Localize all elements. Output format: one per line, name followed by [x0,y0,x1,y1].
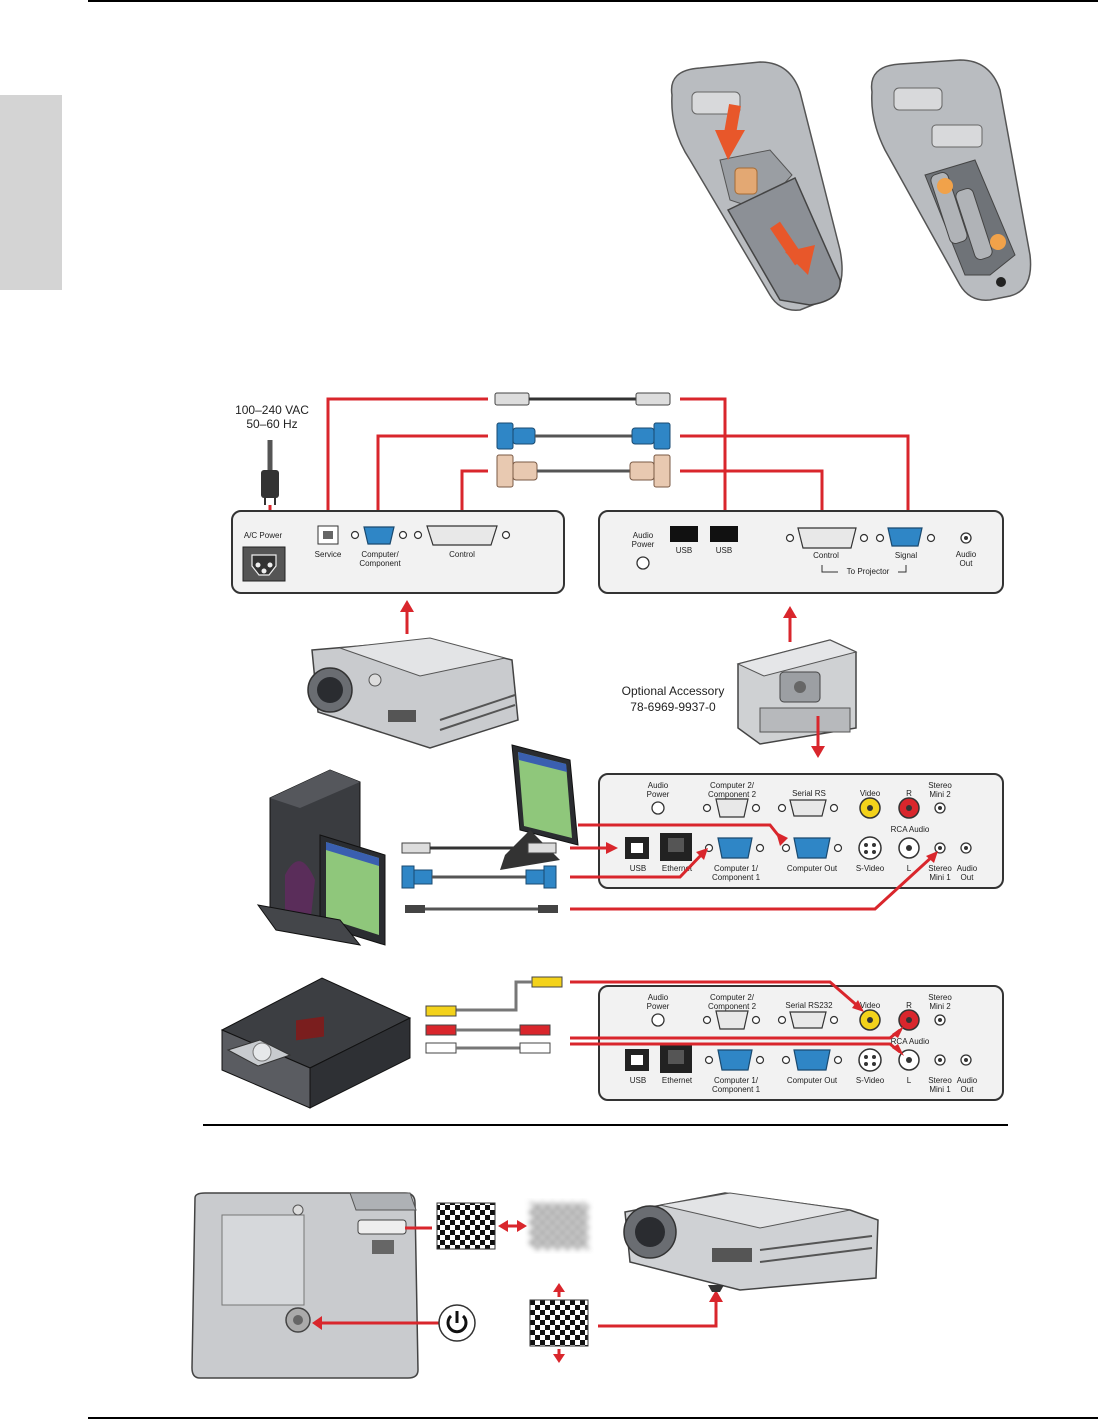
dock1-label-audio-out: Audio Out [956,864,978,882]
dock2-label-stereo-mini1: Stereo Mini 1 [928,1076,952,1094]
dock1-label-usb: USB [629,864,647,873]
serial-cable-icon [496,454,671,488]
top-rule [88,0,1098,2]
dock2-label-ethernet: Ethernet [661,1076,693,1085]
dock-label-signal: Signal [894,551,918,560]
dock2-label-audio-out: Audio Out [956,1076,978,1094]
dock1-label-l: L [906,864,912,873]
dock2-label-computer1: Computer 1/ Component 1 [711,1076,761,1094]
port-label-computer-component: Computer/ Component [359,550,401,568]
dvd-player-icon [220,977,412,1109]
focus-pattern-blurred-icon [530,1203,588,1249]
focus-pattern-sharp-icon [436,1202,496,1250]
dock1-label-stereo-mini1: Stereo Mini 1 [928,864,952,882]
dock-label-control: Control [813,551,839,560]
port-label-service: Service [314,550,342,559]
dock-top-panel [598,510,1004,594]
accessory-label: Optional Accessory [621,684,725,698]
dock2-label-l: L [906,1076,912,1085]
audio-cable-icon [405,905,558,913]
remote-battery-cover-icon [670,61,843,311]
projector-rear-panel [231,510,565,594]
dock-label-to-projector: To Projector [838,567,898,576]
port-label-ac-power: A/C Power [243,531,283,540]
projector-icon [307,637,519,749]
dock-panel-1 [598,773,1004,889]
dock2-label-stereo-mini2: Stereo Mini 2 [928,993,952,1011]
vga-cable-icon [496,422,671,450]
dock1-label-ethernet: Ethernet [661,864,693,873]
dock1-label-serial: Serial RS [792,789,826,798]
desktop-computer-icon [256,769,386,946]
accessory-part-number: 78-6969-9937-0 [630,700,716,714]
projector-icon [623,1192,879,1292]
dock-label-usb-1: USB [675,546,693,555]
dock-label-audio-power: Audio Power [631,531,655,549]
dock1-label-computer1: Computer 1/ Component 1 [711,864,761,882]
dock2-label-r: R [906,1001,912,1010]
dock2-label-usb: USB [629,1076,647,1085]
dock1-label-r: R [906,789,912,798]
dock2-label-serial: Serial RS232 [785,1001,833,1010]
power-voltage: 100–240 VAC [235,403,309,417]
docking-accessory-icon [736,639,858,745]
power-cord-icon [261,440,279,505]
dock1-label-audio-power: Audio Power [646,781,670,799]
dock1-label-rca-audio: RCA Audio [890,825,930,834]
dock1-label-computer2: Computer 2/ Component 2 [707,781,757,799]
dock1-label-computer-out: Computer Out [786,864,838,873]
bottom-rule [88,1417,1098,1419]
elevator-foot-icon [708,1285,724,1292]
focus-pattern-sharp-icon [529,1299,589,1347]
monitor-icon [500,744,579,870]
dock2-label-audio-power: Audio Power [646,993,670,1011]
dock2-label-rca-audio: RCA Audio [890,1037,930,1046]
dock2-label-computer-out: Computer Out [786,1076,838,1085]
rca-cable-icon [425,976,563,1054]
dock2-label-svideo: S-Video [855,1076,885,1085]
vga-cable-icon [401,865,557,889]
remote-batteries-icon [870,59,1032,301]
dock2-label-video: Video [859,1001,881,1010]
port-label-control: Control [449,550,475,559]
dock-label-usb-2: USB [715,546,733,555]
usb-cable-icon [401,842,557,854]
dock2-label-computer2: Computer 2/ Component 2 [707,993,757,1011]
power-frequency: 50–60 Hz [246,417,298,431]
dock1-label-video: Video [859,789,881,798]
usb-cable-icon [494,392,671,406]
dock1-label-stereo-mini2: Stereo Mini 2 [928,781,952,799]
dock-label-audio-out: Audio Out [955,550,977,568]
side-tab [0,95,62,290]
power-button-icon [438,1304,476,1342]
section-divider [203,1124,1008,1126]
dock1-label-svideo: S-Video [855,864,885,873]
projector-icon [191,1192,419,1379]
